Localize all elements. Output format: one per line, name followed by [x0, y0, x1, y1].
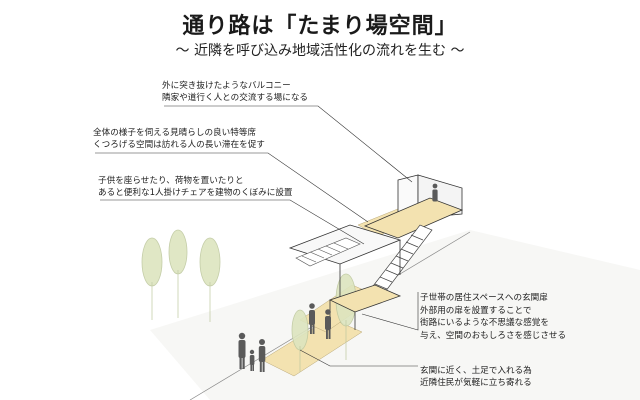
staircase [369, 224, 433, 297]
annotation-line: 全体の様子を伺える見晴らしの良い特等席 [93, 128, 257, 138]
annotation-line: 外に突き抜けたようなバルコニー [162, 81, 291, 91]
annotation-line: 子供を座らせたり、荷物を置いたりと [98, 176, 244, 186]
tree-2 [168, 229, 188, 275]
annotation-line: 隣家や道行く人との交流する場になる [162, 93, 309, 103]
annotation-line: あると便利な1人掛けチェアを建物のくぼみに設置 [98, 188, 293, 198]
leader-line-1 [164, 105, 413, 183]
tree-3 [199, 237, 221, 287]
annotation-earthen-floor: 玄関に近く、土足で入れる為 近隣住民が気軽に立ち寄れる [420, 365, 532, 389]
tree-5 [291, 309, 309, 351]
page-subtitle: ～ 近隣を呼び込み地域活性化の流れを生む ～ [175, 43, 465, 59]
leader-lines [95, 105, 419, 367]
people-figures [238, 183, 438, 372]
annotation-line: 街路にいるような不思議な感覚を [420, 318, 549, 328]
ground-plane [150, 230, 640, 400]
annotation-line: 外部用の扉を設置することで [420, 305, 532, 316]
leader-line-4 [361, 292, 419, 331]
tree-1 [141, 237, 163, 287]
annotation-line: くつろげる空間は訪れる人の長い滞在を促す [93, 140, 265, 150]
person-adult-4 [325, 309, 331, 339]
leader-line-2 [95, 152, 369, 223]
person-child [249, 349, 255, 371]
annotation-special-seat: 全体の様子を伺える見晴らしの良い特等席 くつろげる空間は訪れる人の長い滞在を促す [93, 127, 265, 151]
person-adult-1 [238, 332, 246, 369]
leader-line-5 [299, 349, 418, 367]
leader-line-3 [100, 199, 365, 245]
annotation-line: 子世帯の居住スペースへの玄関扉 [420, 293, 548, 303]
trees [141, 229, 357, 372]
person-adult-3 [309, 303, 315, 334]
annotation-line: 近隣住民が気軽に立ち寄れる [420, 378, 532, 388]
person-balcony [432, 183, 438, 202]
annotation-balcony: 外に突き抜けたようなバルコニー 隣家や道行く人との交流する場になる [162, 80, 308, 104]
annotation-line: 与え、空間のおもしろさを感じさせる [420, 330, 567, 341]
building-structure [288, 174, 464, 330]
page-title: 通り路は「たまり場空間」 [182, 14, 458, 39]
annotation-chair: 子供を座らせたり、荷物を置いたりと あると便利な1人掛けチェアを建物のくぼみに設… [98, 175, 293, 199]
person-adult-2 [258, 339, 266, 372]
annotation-entrance-door: 子世帯の居住スペースへの玄関扉 外部用の扉を設置することで 街路にいるような不思… [420, 292, 566, 342]
hatched-soffit [295, 237, 361, 267]
annotation-line: 玄関に近く、土足で入れる為 [420, 366, 532, 376]
